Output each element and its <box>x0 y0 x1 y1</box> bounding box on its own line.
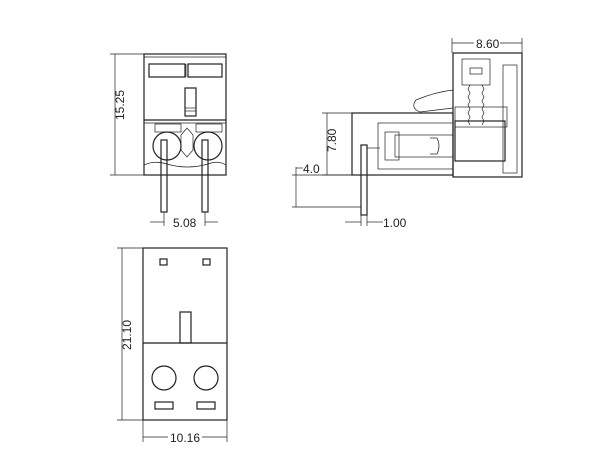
dim-side-height-label: 7.80 <box>325 128 339 152</box>
dim-side-width-label: 8.60 <box>476 37 500 51</box>
dim-bottom-height-label: 21.10 <box>120 320 134 350</box>
dimension-front-height: 15.25 <box>110 53 144 176</box>
dim-pin-width-label: 1.00 <box>383 216 407 230</box>
dimension-bottom-height: 21.10 <box>117 247 143 421</box>
dimension-pin-length: 4.0 <box>292 162 361 208</box>
bottom-view <box>142 247 228 421</box>
dimension-pin-pitch: 5.08 <box>150 212 218 230</box>
dimension-bottom-width: 10.16 <box>142 420 228 445</box>
dim-pin-length-label: 4.0 <box>303 162 320 176</box>
side-view <box>351 52 523 216</box>
dim-bottom-width-label: 10.16 <box>170 431 200 445</box>
dimension-side-height: 7.80 <box>322 112 352 176</box>
dimension-side-width: 8.60 <box>451 37 523 53</box>
dim-pin-pitch-label: 5.08 <box>173 216 197 230</box>
dimension-pin-width: 1.00 <box>345 215 407 230</box>
front-view <box>143 53 227 213</box>
dim-front-height-label: 15.25 <box>113 90 127 120</box>
